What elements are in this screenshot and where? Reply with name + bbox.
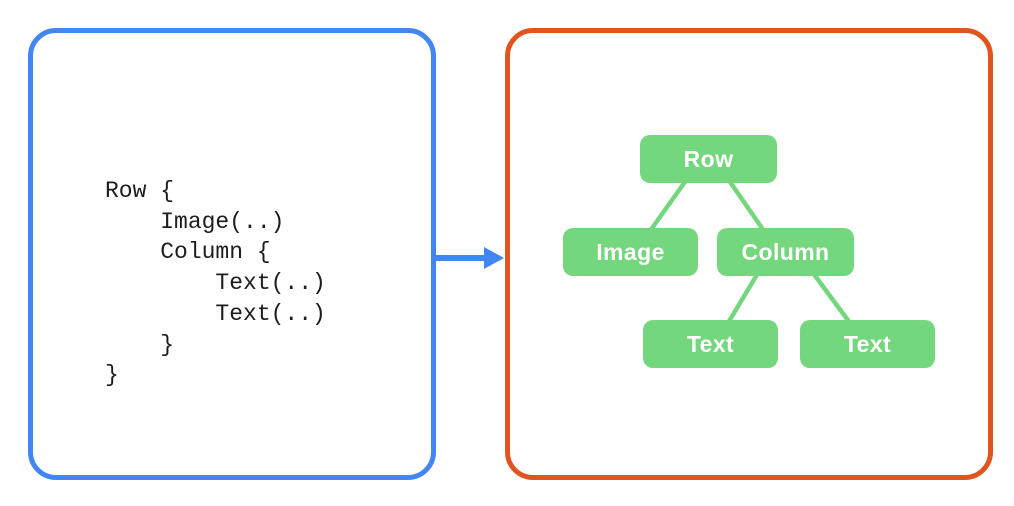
tree-node-label: Image (596, 238, 665, 265)
code-line: } (105, 331, 175, 358)
tree-node-label: Text (843, 330, 892, 357)
code-line: } (105, 362, 119, 389)
code-panel (28, 28, 436, 480)
tree-node-label: Column (741, 238, 830, 265)
tree-node-text-2: Text (800, 320, 935, 368)
code-line: Text(..) (105, 270, 326, 297)
code-line: Text(..) (105, 300, 326, 327)
tree-node-image: Image (563, 228, 698, 276)
tree-node-text-1: Text (643, 320, 778, 368)
tree-node-column: Column (717, 228, 854, 276)
code-line: Image(..) (105, 208, 285, 235)
tree-node-label: Text (686, 330, 735, 357)
code-line: Column { (105, 239, 271, 266)
code-line: Row { (105, 178, 175, 204)
code-block: Row { Image(..) Column { Text(..) Text(.… (105, 176, 326, 391)
tree-node-row: Row (640, 135, 777, 183)
tree-node-label: Row (683, 145, 734, 172)
arrow-right-icon (436, 247, 504, 269)
